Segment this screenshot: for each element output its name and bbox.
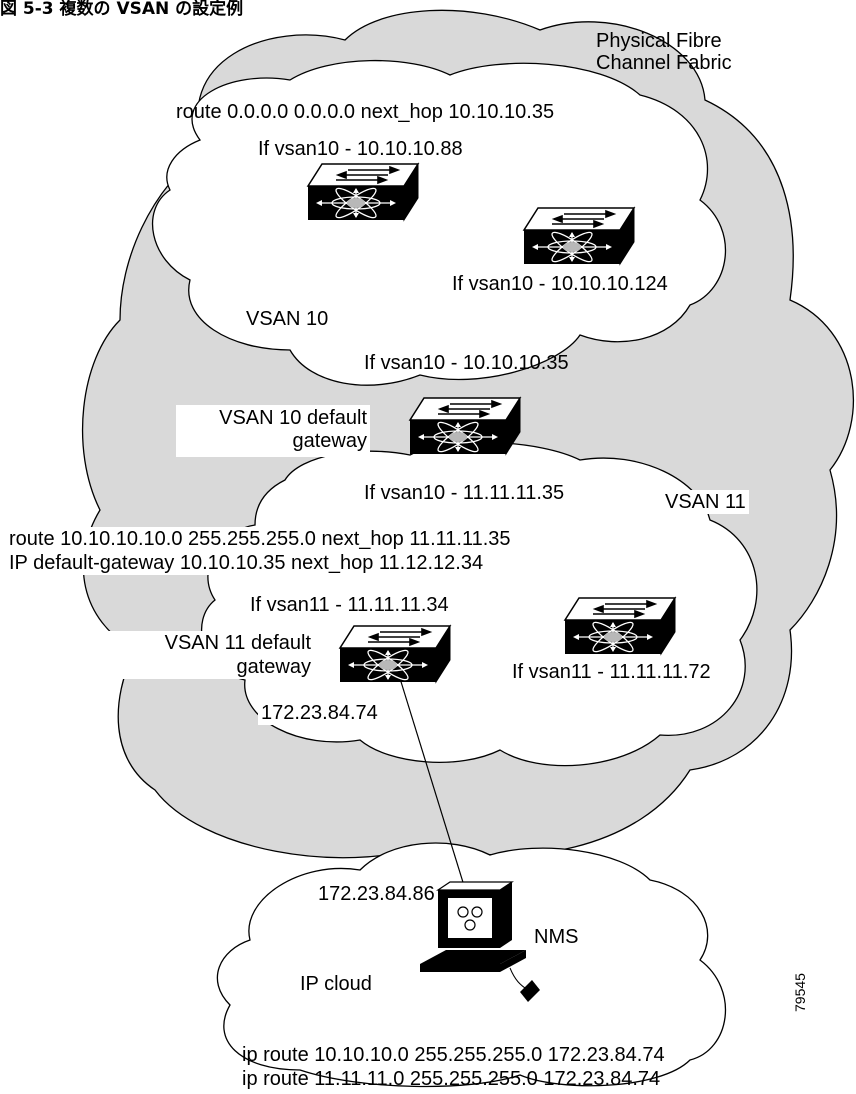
switch-icon-vsan11 [564, 597, 676, 657]
vsan11-cloud [201, 441, 758, 767]
vsan11-gateway-if: If vsan11 - 11.11.11.34 [250, 594, 449, 616]
nms-ip: 172.23.84.86 [318, 883, 435, 905]
vsan11-gateway-label: VSAN 11 default gateway [98, 631, 314, 679]
vsan10-cloud [151, 59, 727, 386]
vsan11-switch-if: If vsan11 - 11.11.11.72 [509, 660, 714, 684]
gateway10-label: VSAN 10 default gateway [176, 405, 370, 457]
switch-icon-vsan11-gateway [339, 625, 451, 685]
vsan11-name: VSAN 11 [662, 490, 749, 514]
figure-id: 79545 [792, 973, 808, 1012]
fabric-label: Physical Fibre Channel Fabric [596, 30, 732, 74]
vsan11-default-gateway: IP default-gateway 10.10.10.35 next_hop … [6, 551, 487, 575]
nms-label: NMS [534, 926, 579, 948]
switch-icon-vsan10-a [307, 163, 419, 223]
ip-route-1: ip route 10.10.10.0 255.255.255.0 172.23… [242, 1044, 665, 1066]
figure-caption: 図 5-3 複数の VSAN の設定例 [0, 0, 244, 19]
switch-icon-vsan10-b [523, 207, 635, 267]
ip-route-2: ip route 11.11.11.0 255.255.255.0 172.23… [242, 1068, 661, 1090]
switch-icon-vsan10-gateway [409, 397, 521, 457]
gateway10-if-top: If vsan10 - 10.10.10.35 [364, 352, 569, 374]
ip-cloud-name: IP cloud [300, 973, 372, 995]
vsan10-name: VSAN 10 [246, 308, 329, 330]
vsan10-switch1-if: If vsan10 - 10.10.10.88 [258, 138, 463, 160]
vsan11-route: route 10.10.10.10.0 255.255.255.0 next_h… [6, 527, 601, 551]
gateway10-if-bottom: If vsan10 - 11.11.11.35 [364, 482, 565, 504]
vsan10-switch2-if: If vsan10 - 10.10.10.124 [452, 273, 668, 295]
nms-computer-icon [420, 881, 540, 1002]
management-link [397, 671, 471, 906]
vsan10-route: route 0.0.0.0 0.0.0.0 next_hop 10.10.10.… [176, 101, 555, 123]
vsan11-mgmt-ip: 172.23.84.74 [258, 701, 396, 725]
